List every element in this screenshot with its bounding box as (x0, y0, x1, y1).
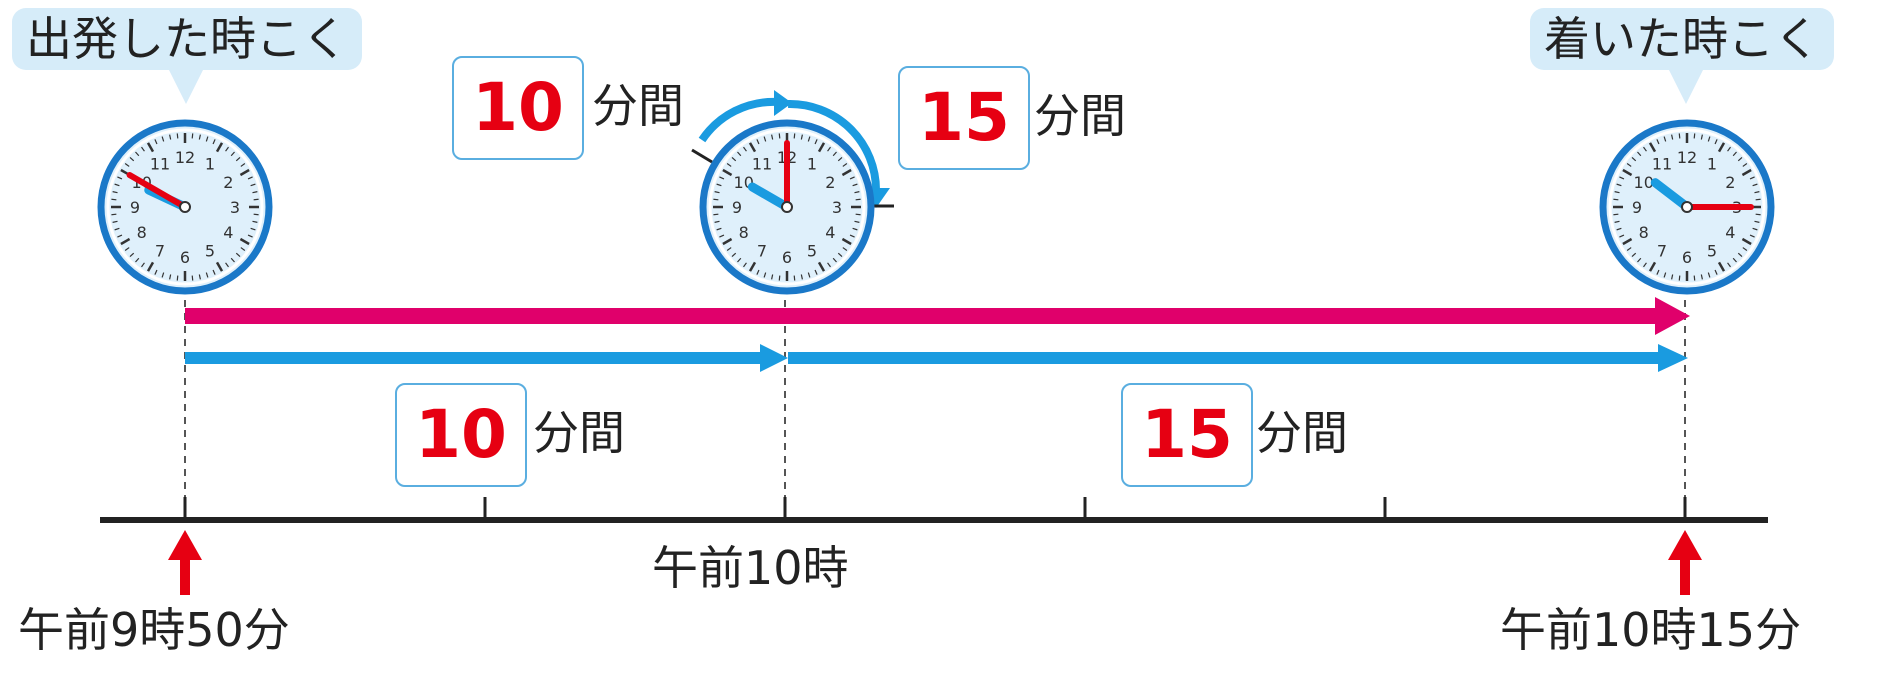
clock-numeral: 7 (155, 241, 165, 260)
clock-numeral: 2 (825, 173, 835, 192)
clock-numeral: 10 (1634, 173, 1654, 192)
clock-numeral: 9 (732, 198, 742, 217)
part-duration-arrow-2 (788, 344, 1688, 372)
clock-numeral: 2 (1725, 173, 1735, 192)
end-time-label: 午前10時15分 (1500, 603, 1802, 657)
clock-numeral: 12 (1677, 148, 1697, 167)
clock-numeral: 11 (150, 155, 170, 174)
clock-numeral: 5 (205, 241, 215, 260)
clock-numeral: 8 (137, 223, 147, 242)
answer-box-mid-right: 15 (1121, 383, 1253, 487)
clock-numeral: 5 (1707, 241, 1717, 260)
clock-numeral: 9 (130, 198, 140, 217)
clock-end: 121234567891011 (1599, 119, 1775, 295)
clock-numeral: 11 (752, 155, 772, 174)
clock-numeral: 7 (757, 241, 767, 260)
answer-box-mid-left: 10 (395, 383, 527, 487)
mid-time-label: 午前10時 (652, 541, 849, 595)
start-time-label: 午前9時50分 (18, 603, 290, 657)
clock-numeral: 12 (175, 148, 195, 167)
clock-numeral: 1 (205, 155, 215, 174)
answer-box-top-left: 10 (452, 56, 584, 160)
departure-time-callout: 出発した時こく (12, 8, 362, 104)
clock-numeral: 3 (230, 198, 240, 217)
clock-numeral: 6 (1682, 248, 1692, 267)
clock-numeral: 1 (807, 155, 817, 174)
hour-hand (747, 182, 792, 212)
arrival-time-callout: 着いた時こく (1530, 8, 1834, 104)
clock-mid: 121234567891011 (699, 119, 875, 295)
clock-numeral: 11 (1652, 155, 1672, 174)
clock-numeral: 9 (1632, 198, 1642, 217)
clock-numeral: 5 (807, 241, 817, 260)
clock-numeral: 4 (825, 223, 835, 242)
clock-numeral: 8 (739, 223, 749, 242)
unit-label-top-right: 分間 (1034, 89, 1126, 143)
unit-label-mid-right: 分間 (1256, 406, 1348, 460)
clock-numeral: 7 (1657, 241, 1667, 260)
clock-numeral: 3 (832, 198, 842, 217)
clock-start: 121234567891011 (97, 119, 273, 295)
clock-numeral: 4 (1725, 223, 1735, 242)
clock-numeral: 1 (1707, 155, 1717, 174)
total-duration-arrow (185, 297, 1690, 335)
minute-hand (126, 172, 188, 210)
clock-numeral: 4 (223, 223, 233, 242)
end-time-arrow (1668, 530, 1702, 595)
part-duration-arrow-1 (185, 344, 788, 372)
elapsed-arc-arrow-left (691, 90, 792, 164)
hour-hand (1650, 178, 1692, 212)
clock-numeral: 6 (180, 248, 190, 267)
clock-numeral: 2 (223, 173, 233, 192)
clock-numeral: 8 (1639, 223, 1649, 242)
answer-box-top-right: 15 (898, 66, 1030, 170)
unit-label-mid-left: 分間 (533, 406, 625, 460)
start-time-arrow (168, 530, 202, 595)
clock-numeral: 6 (782, 248, 792, 267)
unit-label-top-left: 分間 (592, 79, 684, 133)
